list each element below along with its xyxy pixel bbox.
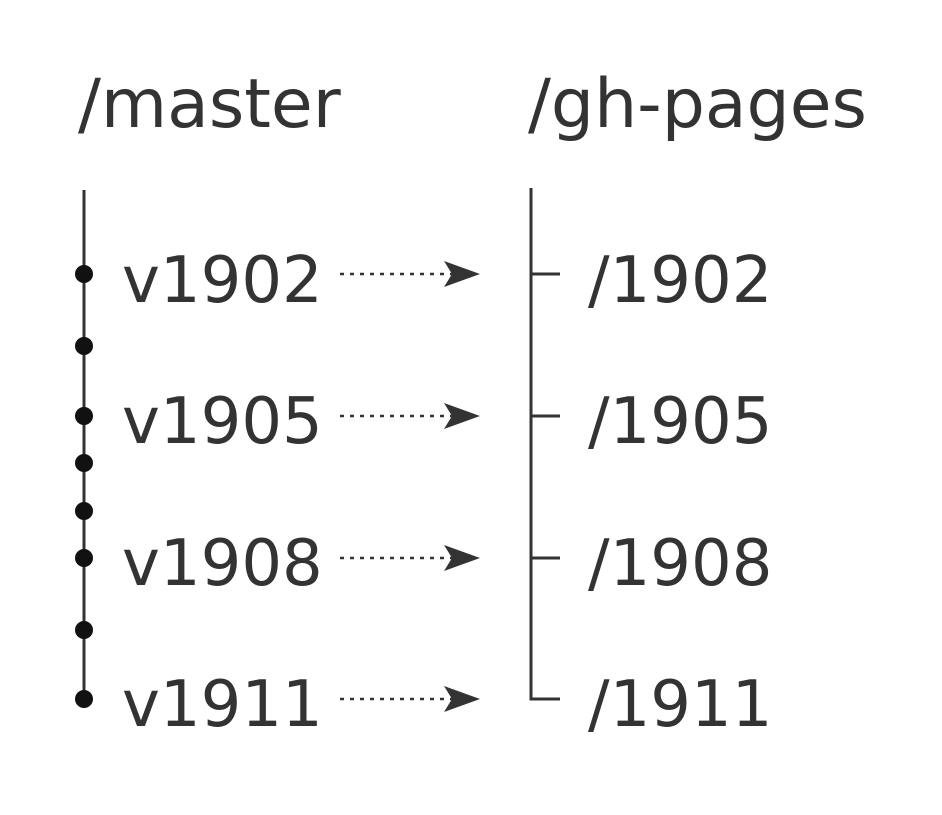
commit-markers xyxy=(75,265,93,708)
gh-pages-folder-label: /1911 xyxy=(588,668,772,742)
tree-connector xyxy=(529,188,560,701)
commit-dot xyxy=(75,502,93,520)
master-branch-title: /master xyxy=(78,65,341,144)
commit-dot xyxy=(75,407,93,425)
commit-dot xyxy=(75,690,93,708)
master-version-label: v1908 xyxy=(122,527,323,601)
gh-pages-folder-label: /1905 xyxy=(588,385,772,459)
gh-pages-folder-label: /1908 xyxy=(588,527,772,601)
master-version-labels: v1902 v1905 v1908 v1911 xyxy=(122,244,323,742)
master-version-label: v1905 xyxy=(122,385,323,459)
master-timeline xyxy=(75,190,93,708)
master-version-label: v1902 xyxy=(122,244,323,318)
commit-dot xyxy=(75,454,93,472)
gh-pages-branch-title: /gh-pages xyxy=(528,65,867,144)
commit-dot xyxy=(75,549,93,567)
gh-pages-folder-label: /1902 xyxy=(588,244,772,318)
commit-dot xyxy=(75,621,93,639)
gh-pages-folder-labels: /1902 /1905 /1908 /1911 xyxy=(588,244,772,742)
commit-dot xyxy=(75,337,93,355)
commit-dot xyxy=(75,265,93,283)
deploy-arrows xyxy=(340,261,480,712)
master-version-label: v1911 xyxy=(122,668,323,742)
gh-pages-tree xyxy=(529,188,560,701)
